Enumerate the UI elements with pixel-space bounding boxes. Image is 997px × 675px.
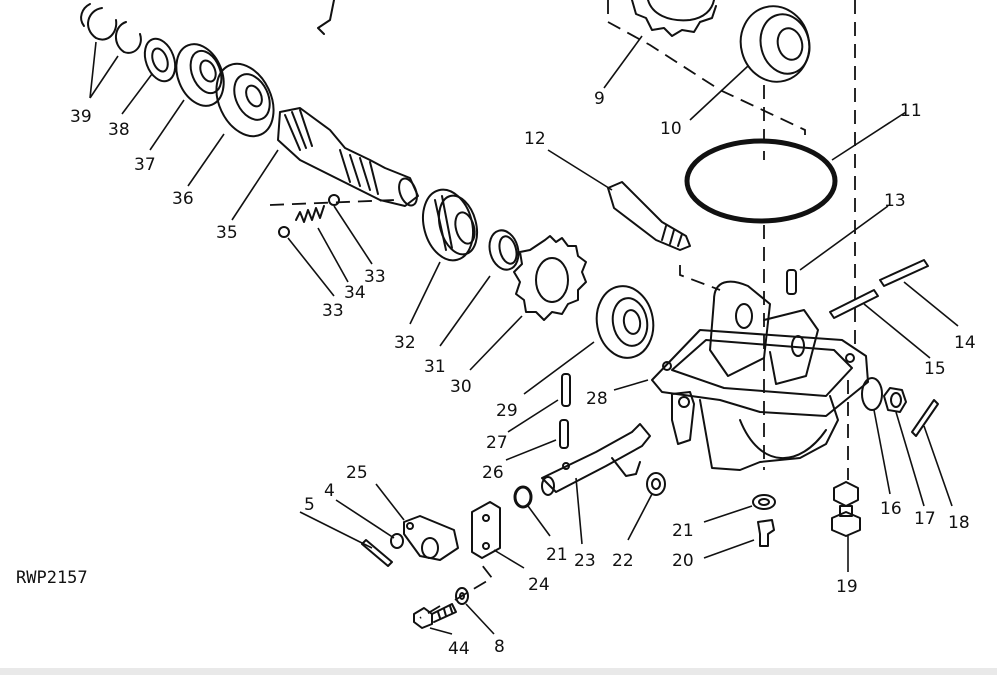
spring-34 — [295, 205, 325, 223]
pin-5 — [361, 539, 393, 567]
pin-26 — [559, 419, 569, 449]
drawing-code: RWP2157 — [16, 568, 88, 588]
lever-25 — [403, 515, 459, 561]
nut-22 — [646, 472, 666, 496]
detent-pin — [317, 0, 335, 35]
callout-25: 25 — [346, 463, 368, 483]
callout-14: 14 — [954, 333, 976, 353]
callout-29: 29 — [496, 401, 518, 421]
dowel-13 — [786, 269, 797, 295]
callout-16: 16 — [880, 499, 902, 519]
gear-30 — [513, 235, 587, 321]
pin-14 — [879, 259, 929, 287]
callout-26: 26 — [482, 463, 504, 483]
bearing-37 — [175, 43, 225, 107]
bolt-44 — [413, 603, 457, 629]
collar-32 — [422, 188, 479, 262]
callout-numbers: 39 38 37 36 35 34 33 33 32 31 30 29 28 2… — [70, 89, 976, 659]
callout-31: 31 — [424, 357, 446, 377]
callout-22: 22 — [612, 551, 634, 571]
callout-15: 15 — [924, 359, 946, 379]
callout-20: 20 — [672, 551, 694, 571]
callout-21-right: 21 — [672, 521, 694, 541]
callout-28: 28 — [586, 389, 608, 409]
callout-30: 30 — [450, 377, 472, 397]
callout-18: 18 — [948, 513, 970, 533]
housing-28 — [651, 280, 869, 471]
washer-21-lower — [752, 494, 776, 510]
callout-27: 27 — [486, 433, 508, 453]
bearing-10 — [739, 5, 811, 83]
washer-21-left — [513, 485, 533, 509]
shaft-35 — [277, 107, 419, 207]
callout-32: 32 — [394, 333, 416, 353]
callout-37: 37 — [134, 155, 156, 175]
bottom-strip — [0, 668, 997, 675]
callout-23: 23 — [574, 551, 596, 571]
washer-16 — [861, 377, 883, 411]
pin-15 — [829, 289, 879, 319]
plug-20 — [757, 519, 775, 547]
callout-38: 38 — [108, 120, 130, 140]
callout-19: 19 — [836, 577, 858, 597]
callout-44: 44 — [448, 639, 470, 659]
callout-21-left: 21 — [546, 545, 568, 565]
alignment-lines — [269, 0, 856, 619]
pin-27 — [561, 373, 571, 407]
callout-9: 9 — [594, 89, 605, 109]
shaft-12 — [607, 181, 691, 251]
nut-17 — [883, 387, 907, 413]
callout-34: 34 — [344, 283, 366, 303]
callout-13: 13 — [884, 191, 906, 211]
ring-31 — [488, 229, 520, 271]
callout-5: 5 — [304, 495, 315, 515]
callout-17: 17 — [914, 509, 936, 529]
gear-9 — [631, 0, 717, 37]
callout-24: 24 — [528, 575, 550, 595]
leader-lines — [89, 35, 959, 635]
callout-39: 39 — [70, 107, 92, 127]
callout-11: 11 — [900, 101, 922, 121]
callout-36: 36 — [172, 189, 194, 209]
plate-24 — [471, 501, 501, 559]
cotter-pin-18 — [911, 399, 939, 437]
callout-33-b: 33 — [364, 267, 386, 287]
bearing-36 — [215, 62, 275, 138]
callout-4: 4 — [324, 481, 335, 501]
snap-ring-39 — [80, 3, 142, 54]
washer-4 — [390, 533, 404, 549]
bearing-29 — [595, 285, 655, 359]
balls-33 — [278, 194, 340, 238]
callout-33-a: 33 — [322, 301, 344, 321]
washer-38 — [143, 37, 177, 83]
callout-35: 35 — [216, 223, 238, 243]
callout-8: 8 — [494, 637, 505, 657]
washer-8 — [455, 587, 469, 605]
callout-12: 12 — [524, 129, 546, 149]
shaft-23 — [541, 423, 651, 496]
o-ring-11 — [684, 138, 838, 224]
callout-10: 10 — [660, 119, 682, 139]
bolt-19 — [831, 481, 861, 537]
